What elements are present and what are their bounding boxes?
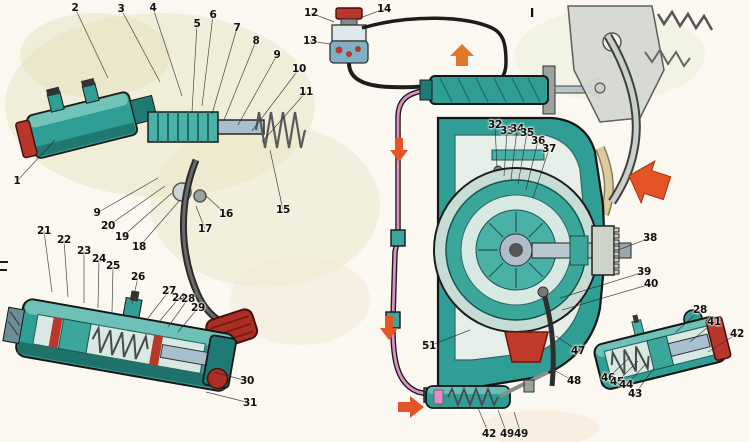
callout-43: 43 [627, 387, 643, 400]
callout-3: 3 [117, 2, 125, 15]
callout-2: 2 [71, 1, 79, 14]
callout-42: 42 [729, 327, 745, 340]
callout-14: 14 [376, 2, 392, 15]
callout-24: 24 [171, 291, 187, 304]
callout-21: 21 [36, 224, 52, 237]
callout-17: 17 [197, 222, 213, 235]
callout-28: 28 [180, 292, 196, 305]
pipe-fitting [390, 229, 406, 247]
flow-arrows [380, 138, 424, 418]
pedal-spring [656, 9, 714, 31]
callout-36: 36 [530, 134, 546, 147]
callout-20: 20 [100, 219, 116, 232]
callout-48: 48 [566, 374, 582, 387]
pedal-assembly-right [567, 5, 714, 216]
callout-51: 51 [421, 339, 437, 352]
callout-49: 49 [513, 427, 529, 440]
callout-11: 11 [298, 85, 314, 98]
flow-arrow-right-icon [398, 396, 424, 418]
flow-arrow-up-icon [450, 44, 474, 66]
callout-1: 1 [13, 174, 21, 187]
callout-42: 42 [481, 427, 497, 440]
callout-32: 32 [487, 118, 503, 131]
callout-49: 49 [499, 427, 515, 440]
release-cylinder-bottom [425, 370, 549, 409]
callout-16: 16 [218, 207, 234, 220]
callout-23: 23 [76, 244, 92, 257]
callout-10: 10 [291, 62, 307, 75]
callout-6: 6 [209, 8, 217, 21]
callout-28: 28 [692, 303, 708, 316]
callout-19: 19 [114, 230, 130, 243]
callout-41: 41 [706, 315, 722, 328]
callout-15: 15 [275, 203, 291, 216]
callout-I: I [529, 6, 535, 20]
callout-12: 12 [303, 6, 319, 19]
input-shaft-gear [591, 225, 632, 276]
servo-spring [644, 48, 691, 68]
callout-5: 5 [193, 17, 201, 30]
callout-37: 37 [541, 142, 557, 155]
callout-35: 35 [519, 126, 535, 139]
callout-27: 27 [161, 284, 177, 297]
top-hose [361, 16, 508, 84]
callout-40: 40 [643, 277, 659, 290]
clutch-disc-stack [433, 167, 599, 333]
callout-4: 4 [149, 1, 157, 14]
callout-30: 30 [239, 374, 255, 387]
callout-31: 31 [242, 396, 258, 409]
callout-38: 38 [642, 231, 658, 244]
callout-25: 25 [105, 259, 121, 272]
callout-26: 26 [130, 270, 146, 283]
bell-housing-clutch [433, 116, 632, 390]
callout-39: 39 [636, 265, 652, 278]
callout-9: 9 [93, 206, 101, 219]
flow-arrow-down-icon [390, 138, 408, 162]
callout-7: 7 [233, 21, 241, 34]
press-arrow-icon [628, 160, 672, 205]
callout-24: 24 [91, 252, 107, 265]
callout-18: 18 [131, 240, 147, 253]
callout-13: 13 [302, 34, 318, 47]
callout-8: 8 [252, 34, 260, 47]
callout-47: 47 [570, 344, 586, 357]
flow-arrow-down-icon [380, 316, 398, 340]
rubber-damper [504, 331, 549, 363]
callout-29: 29 [190, 301, 206, 314]
callout-9: 9 [273, 48, 281, 61]
callout-34: 34 [509, 122, 525, 135]
callout-33: 33 [499, 124, 515, 137]
edge-marks [0, 261, 8, 271]
callout-22: 22 [56, 233, 72, 246]
